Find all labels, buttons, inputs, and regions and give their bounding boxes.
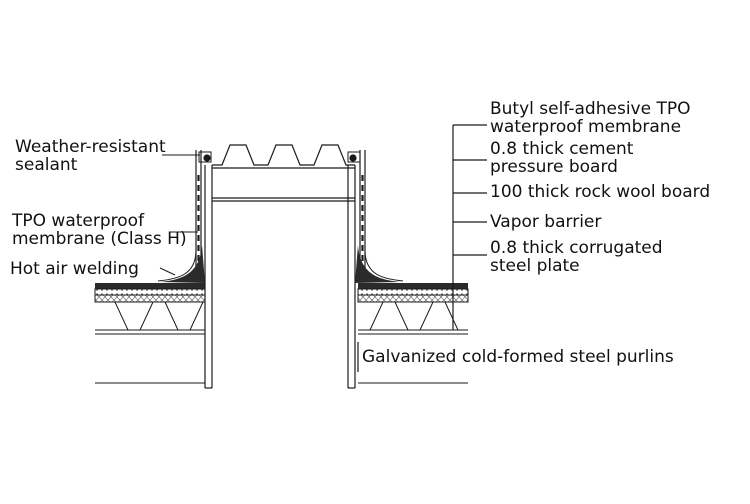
label-hot-air-welding: Hot air welding <box>10 259 139 279</box>
label-rockwool: 100 thick rock wool board <box>490 182 711 202</box>
label-butyl-line2: waterproof membrane <box>490 117 682 137</box>
left-corrugated-steel <box>95 301 205 331</box>
label-vapor-barrier: Vapor barrier <box>490 212 602 232</box>
left-roof-section <box>94 283 206 384</box>
skylight-frame <box>212 144 355 202</box>
right-purlin <box>358 333 468 384</box>
label-purlins: Galvanized cold-formed steel purlins <box>362 347 674 367</box>
right-corrugated-steel <box>358 301 468 331</box>
label-cement-line1: 0.8 thick cement <box>490 139 634 159</box>
label-cement-line2: pressure board <box>490 157 618 177</box>
right-membrane-layer <box>358 283 468 289</box>
label-sealant-line2: sealant <box>15 155 78 175</box>
left-cement-board <box>94 288 206 296</box>
right-rockwool-board <box>357 294 469 303</box>
right-cement-board <box>357 288 469 296</box>
left-upstand <box>157 150 213 389</box>
left-leaders <box>159 154 200 276</box>
label-tpo-line1: TPO waterproof <box>12 211 145 231</box>
label-tpo-line2: membrane (Class H) <box>12 229 187 249</box>
right-upstand <box>347 150 404 389</box>
left-rockwool-board <box>94 294 206 303</box>
left-membrane-layer <box>95 283 205 289</box>
label-butyl-line1: Butyl self-adhesive TPO <box>490 99 691 119</box>
left-purlin <box>95 333 205 384</box>
right-roof-section <box>357 283 469 384</box>
label-corrugated-line1: 0.8 thick corrugated <box>490 238 663 258</box>
label-sealant-line1: Weather-resistant <box>15 137 166 157</box>
right-leaders <box>357 124 487 372</box>
label-corrugated-line2: steel plate <box>490 256 580 276</box>
